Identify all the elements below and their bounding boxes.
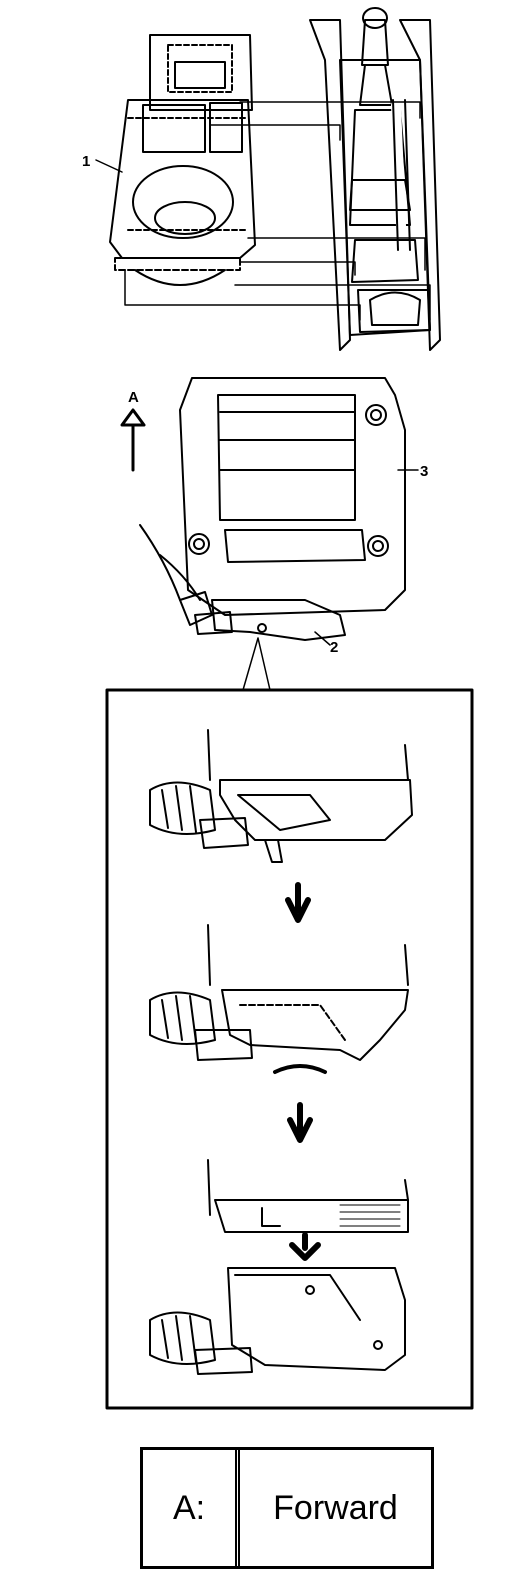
center-console <box>309 7 441 351</box>
step2-connector <box>149 924 409 1074</box>
step2-arrow <box>287 1102 313 1143</box>
label-part1: 1 <box>82 153 90 170</box>
label-arrow-a: A <box>128 389 139 406</box>
detail-frame <box>105 688 474 1410</box>
legend-value: Forward <box>273 1488 398 1527</box>
sdm-module-part3 <box>179 377 406 616</box>
step3-detached-connector <box>149 1267 406 1375</box>
label-part3: 3 <box>420 463 428 480</box>
step3-connector <box>207 1159 409 1233</box>
console-box-part1 <box>109 34 256 286</box>
alignment-lines <box>124 101 431 321</box>
sdm-connector-part2 <box>139 524 346 641</box>
step1-arrow <box>285 882 311 923</box>
callout-lines <box>242 637 271 691</box>
legend-key: A: <box>143 1450 240 1566</box>
step3-arrow <box>289 1232 321 1261</box>
leader-part1 <box>95 159 123 173</box>
forward-arrow <box>120 408 146 472</box>
leader-part2 <box>314 631 331 646</box>
legend-table: A: Forward <box>140 1447 434 1569</box>
step1-connector <box>149 729 413 863</box>
label-part2: 2 <box>330 639 338 656</box>
